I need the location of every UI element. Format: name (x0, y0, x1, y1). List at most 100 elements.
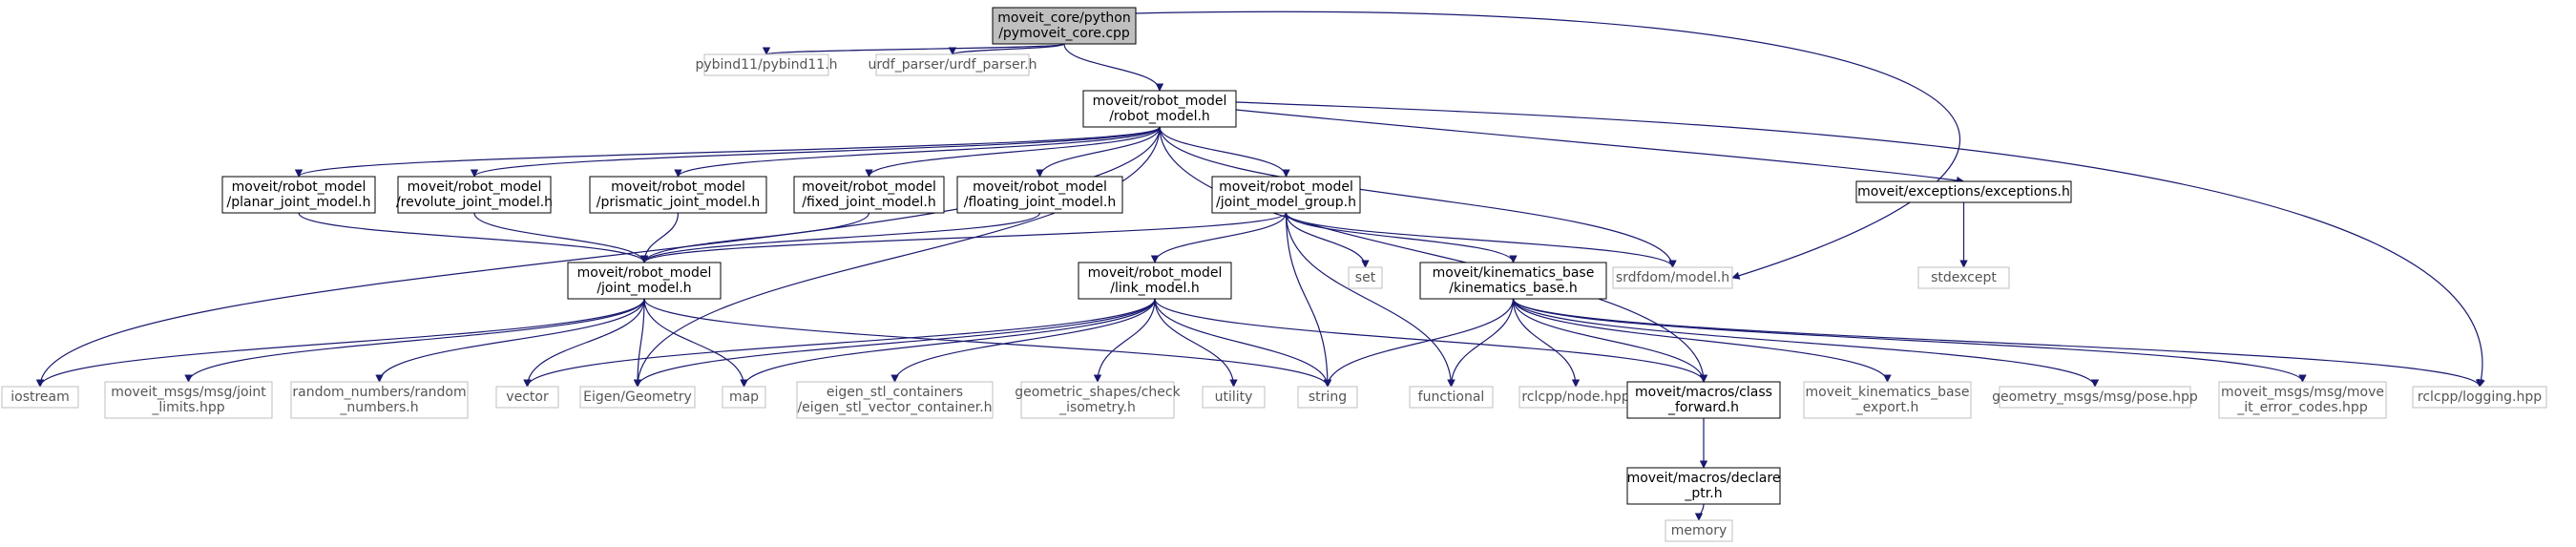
node-label-move_it_error_codes-1: _it_error_codes.hpp (2236, 400, 2368, 415)
node-label-eigen_stl-0: eigen_stl_containers (827, 385, 963, 400)
node-label-move_it_error_codes-0: moveit_msgs/msg/move (2221, 385, 2384, 400)
node-declare_ptr[interactable]: moveit/macros/declare_ptr.h (1626, 467, 1781, 505)
node-joint_limits: moveit_msgs/msg/joint_limits.hpp (104, 381, 273, 419)
node-box-pose (1999, 386, 2191, 409)
edge-declare_ptr-to-memory (1694, 503, 1705, 521)
edge-jmg-to-kinematics_base (1285, 212, 1518, 263)
edge-joint_model-to-joint_limits (184, 298, 645, 383)
edge-root-to-pybind11 (763, 43, 1065, 55)
node-label-pybind11-0: pybind11/pybind11.h (695, 57, 837, 73)
node-urdf_parser: urdf_parser/urdf_parser.h (869, 53, 1037, 76)
node-map: map (722, 386, 766, 409)
edge-robot_model-to-exceptions (1235, 109, 1965, 185)
node-label-random_numbers-0: random_numbers/random (292, 385, 466, 400)
edge-jmg-to-functional (1285, 212, 1456, 388)
node-revolute[interactable]: moveit/robot_model/revolute_joint_model.… (396, 176, 553, 214)
node-label-jmg-1: /joint_model_group.h (1216, 195, 1356, 210)
node-floating[interactable]: moveit/robot_model/floating_joint_model.… (956, 176, 1123, 214)
node-box-root (992, 7, 1137, 45)
edge-joint_model-to-vector (523, 298, 645, 388)
edge-robot_model-to-eigen_geometry (633, 126, 1161, 388)
edge-robot_model-to-fixed (865, 126, 1161, 178)
node-label-set-0: set (1355, 270, 1376, 285)
dependency-edges (35, 11, 2485, 521)
edge-robot_model-to-revolute (471, 126, 1161, 178)
node-move_it_error_codes: moveit_msgs/msg/move_it_error_codes.hpp (2218, 381, 2387, 419)
node-label-geometric_shapes-0: geometric_shapes/check (1015, 385, 1181, 400)
node-kb_export: moveit_kinematics_base_export.h (1803, 381, 1972, 419)
node-label-srdfdom-0: srdfdom/model.h (1616, 270, 1729, 285)
edge-prismatic-to-joint_model (639, 212, 680, 263)
node-stdexcept: stdexcept (1917, 266, 2010, 289)
node-label-declare_ptr-1: _ptr.h (1684, 486, 1722, 501)
node-label-utility-0: utility (1215, 389, 1253, 405)
node-label-class_forward-0: moveit/macros/class (1635, 385, 1772, 400)
edge-root-to-robot_model (1063, 43, 1164, 92)
node-jmg[interactable]: moveit/robot_model/joint_model_group.h (1211, 176, 1361, 214)
node-box-class_forward (1626, 381, 1781, 419)
edge-link_model-to-utility (1154, 298, 1238, 388)
node-exceptions[interactable]: moveit/exceptions/exceptions.h (1855, 180, 2072, 203)
node-label-joint_model-1: /joint_model.h (597, 281, 691, 296)
node-label-random_numbers-1: _numbers.h (339, 400, 418, 415)
node-label-root-1: /pymoveit_core.cpp (998, 26, 1130, 41)
edge-joint_model-to-string (643, 298, 1332, 388)
node-label-joint_limits-1: _limits.hpp (151, 400, 224, 415)
node-label-joint_model-0: moveit/robot_model (577, 265, 712, 281)
node-box-functional (1409, 386, 1494, 409)
node-eigen_geometry: Eigen/Geometry (579, 386, 696, 409)
node-label-fixed-0: moveit/robot_model (802, 179, 936, 195)
edge-root-to-urdf_parser (948, 43, 1065, 55)
node-label-robot_model-1: /robot_model.h (1109, 109, 1210, 124)
node-label-vector-0: vector (506, 389, 549, 405)
node-link_model[interactable]: moveit/robot_model/link_model.h (1078, 262, 1232, 300)
node-box-geometric_shapes (1020, 381, 1175, 419)
edge-jmg-to-srdfdom (1285, 212, 1677, 268)
node-label-link_model-1: /link_model.h (1110, 281, 1199, 296)
node-box-srdfdom (1612, 266, 1733, 289)
node-fixed[interactable]: moveit/robot_model/fixed_joint_model.h (793, 176, 945, 214)
edge-robot_model-to-class_forward (1159, 126, 1708, 383)
edge-jmg-to-set (1285, 212, 1370, 268)
node-label-kb_export-0: moveit_kinematics_base (1806, 385, 1970, 400)
edge-link_model-to-vector (523, 298, 1156, 388)
node-label-exceptions-0: moveit/exceptions/exceptions.h (1857, 184, 2070, 200)
node-prismatic[interactable]: moveit/robot_model/prismatic_joint_model… (589, 176, 767, 214)
node-box-fixed (793, 176, 945, 214)
node-box-prismatic (589, 176, 767, 214)
node-box-joint_limits (104, 381, 273, 419)
edge-robot_model-to-floating (1036, 126, 1161, 178)
node-vector: vector (495, 386, 559, 409)
edge-robot_model-to-rclcpp_logging (1235, 101, 2485, 388)
node-label-rclcpp_logging-0: rclcpp/logging.hpp (2418, 389, 2542, 405)
node-set: set (1348, 266, 1383, 289)
edge-kinematics_base-to-kb_export (1512, 298, 1892, 383)
node-box-memory (1665, 519, 1733, 542)
edge-link_model-to-map (740, 298, 1156, 388)
edge-robot_model-to-prismatic (674, 126, 1161, 178)
edge-robot_model-to-jmg (1159, 126, 1290, 178)
node-box-set (1348, 266, 1383, 289)
node-label-eigen_stl-1: /eigen_stl_vector_container.h (797, 400, 992, 415)
node-box-kinematics_base (1419, 262, 1607, 300)
node-label-revolute-1: /revolute_joint_model.h (396, 195, 553, 210)
edge-kinematics_base-to-rclcpp_logging (1512, 298, 2484, 388)
node-label-joint_limits-0: moveit_msgs/msg/joint (111, 385, 266, 400)
node-label-string-0: string (1309, 389, 1347, 405)
node-class_forward[interactable]: moveit/macros/class_forward.h (1626, 381, 1781, 419)
node-box-floating (956, 176, 1123, 214)
edge-floating-to-joint_model (639, 212, 1041, 263)
node-robot_model[interactable]: moveit/robot_model/robot_model.h (1082, 90, 1237, 128)
edge-fixed-to-joint_model (639, 212, 870, 263)
node-planar[interactable]: moveit/robot_model/planar_joint_model.h (221, 176, 376, 214)
node-box-vector (495, 386, 559, 409)
edge-root-to-srdfdom (1135, 11, 1960, 280)
node-pybind11: pybind11/pybind11.h (695, 53, 838, 76)
node-kinematics_base[interactable]: moveit/kinematics_base/kinematics_base.h (1419, 262, 1607, 300)
node-root[interactable]: moveit_core/python/pymoveit_core.cpp (992, 7, 1137, 45)
edge-kinematics_base-to-class_forward (1512, 298, 1708, 383)
node-box-stdexcept (1917, 266, 2010, 289)
node-joint_model[interactable]: moveit/robot_model/joint_model.h (567, 262, 722, 300)
edge-joint_model-to-eigen_geometry (633, 298, 645, 388)
node-label-fixed-1: /fixed_joint_model.h (802, 195, 936, 210)
